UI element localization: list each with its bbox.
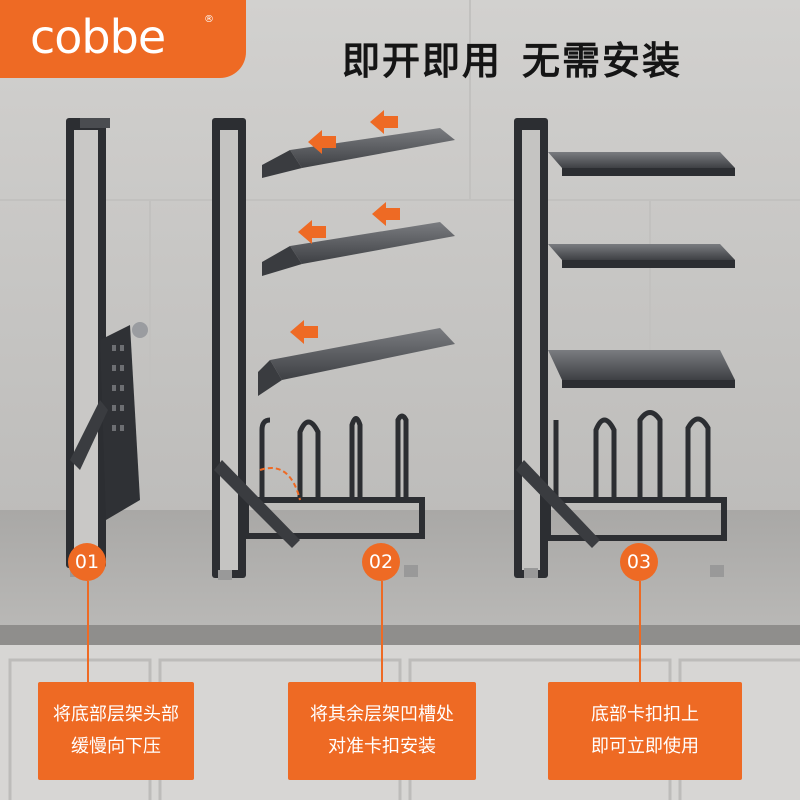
headline-part2: 无需安装 <box>522 39 683 83</box>
step-connector-3 <box>639 581 641 682</box>
step-text-1: 将底部层架头部 缓慢向下压 <box>53 704 179 757</box>
step-callout-3: 底部卡扣扣上 即可立即使用 <box>548 682 742 780</box>
step-callout-1: 将底部层架头部 缓慢向下压 <box>38 682 194 780</box>
step-connector-2 <box>381 581 383 682</box>
registered-mark: ® <box>204 14 214 25</box>
rack-complete <box>514 118 735 578</box>
step-number-3: 03 <box>620 543 658 581</box>
step-number-2: 02 <box>362 543 400 581</box>
rack-folded <box>66 118 148 577</box>
headline-part1: 即开即用 <box>342 39 503 83</box>
step-text-3: 底部卡扣扣上 即可立即使用 <box>591 704 699 757</box>
headline: 即开即用无需安装 <box>342 30 702 85</box>
rack-assembly <box>212 110 455 580</box>
step-number-1: 01 <box>68 543 106 581</box>
step-text-2: 将其余层架凹槽处 对准卡扣安装 <box>310 704 454 757</box>
step-callout-2: 将其余层架凹槽处 对准卡扣安装 <box>288 682 476 780</box>
brand-logo: cobbe <box>30 10 166 64</box>
brand-logo-tab: cobbe ® <box>0 0 246 78</box>
step-connector-1 <box>87 581 89 682</box>
